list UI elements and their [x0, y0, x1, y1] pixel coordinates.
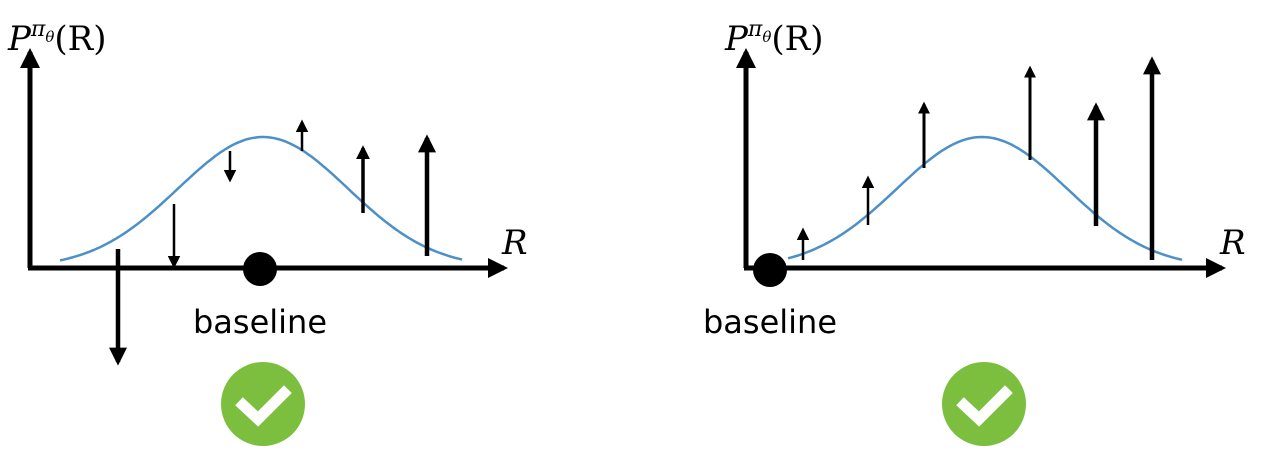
checkmark-circle-icon	[942, 362, 1026, 446]
left-x-axis-label: R	[501, 223, 528, 263]
left-baseline-dot	[243, 252, 277, 286]
left-baseline-label: baseline	[193, 303, 327, 341]
left-distribution-curve	[59, 135, 463, 262]
right-y-axis-label: Pπθ(R)	[724, 17, 824, 59]
right-panel: Pπθ(R) R baseline	[703, 17, 1246, 446]
right-x-axis-label: R	[1219, 223, 1246, 263]
right-distribution-curve	[787, 135, 1183, 262]
right-baseline-label: baseline	[703, 303, 837, 341]
right-baseline-dot	[753, 253, 787, 287]
checkmark-circle-icon	[221, 362, 305, 446]
left-y-axis-label: Pπθ(R)	[7, 17, 107, 59]
left-panel: Pπθ(R) R baseline	[7, 17, 528, 446]
